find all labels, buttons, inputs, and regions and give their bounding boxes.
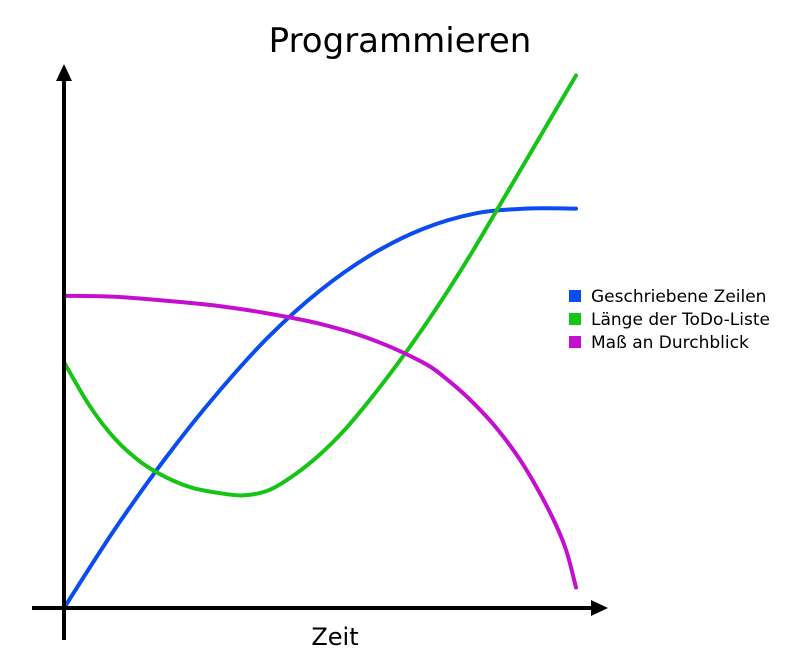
legend-swatch-geschriebene-zeilen <box>569 290 581 302</box>
legend-label-geschriebene-zeilen: Geschriebene Zeilen <box>591 287 766 307</box>
x-axis-arrowhead <box>591 600 608 616</box>
legend-label-todo-liste: Länge der ToDo-Liste <box>591 310 770 330</box>
x-axis-label: Zeit <box>311 623 358 651</box>
series-line-durchblick <box>62 293 578 590</box>
legend-swatch-todo-liste <box>569 313 581 325</box>
chart-title: Programmieren <box>269 21 532 61</box>
series-line-todo-liste <box>62 73 578 498</box>
plot-area <box>62 73 578 610</box>
legend-label-durchblick: Maß an Durchblick <box>591 333 749 353</box>
series-lines <box>62 73 578 610</box>
legend-swatch-durchblick <box>569 336 581 348</box>
series-line-geschriebene-zeilen <box>62 206 578 610</box>
y-axis-arrowhead <box>56 64 72 81</box>
